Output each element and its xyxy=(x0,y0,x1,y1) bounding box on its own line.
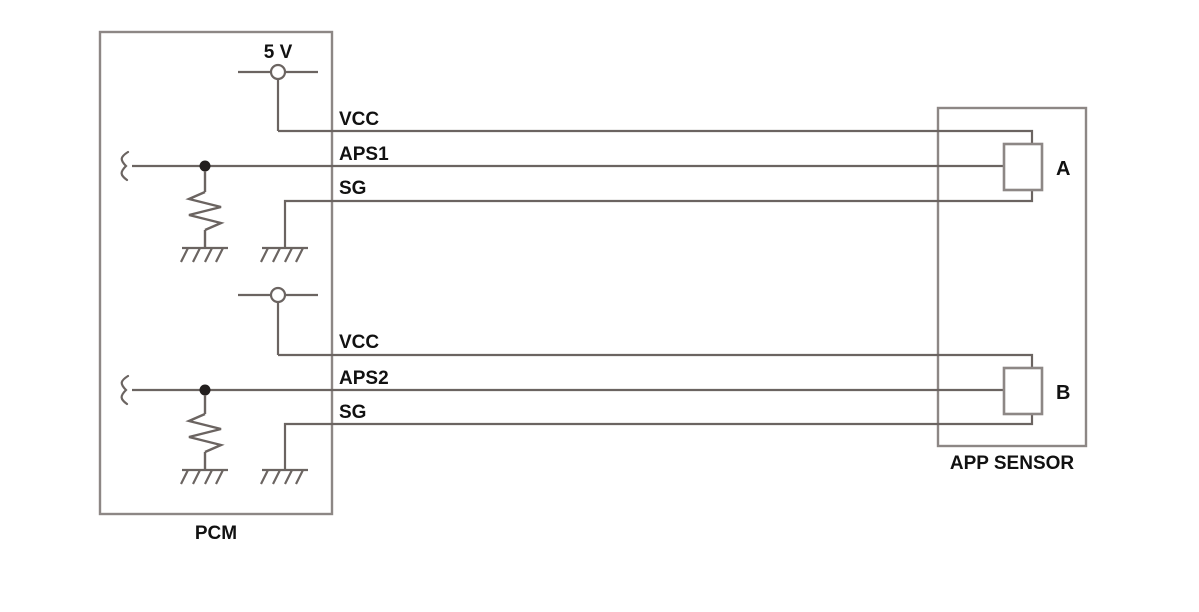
pin-label-aps1: APS1 xyxy=(339,144,389,165)
pcm-label: PCM xyxy=(195,523,237,544)
sensor-a-label: A xyxy=(1056,158,1070,180)
wire-vcc-1 xyxy=(278,129,1034,144)
supply-voltage-label: 5 V xyxy=(264,42,293,63)
pulldown-resistor-2 xyxy=(185,395,225,470)
sensor-b-label: B xyxy=(1056,382,1070,404)
ground-symbol-sg-1 xyxy=(260,246,308,263)
supply-terminal-circle-2 xyxy=(269,286,287,304)
app-sensor-enclosure xyxy=(936,106,1088,448)
pulldown-resistor-1 xyxy=(185,171,225,248)
pcm-enclosure xyxy=(98,30,334,516)
supply-node-1: 5 V xyxy=(238,42,318,131)
resistor-zigzag-1 xyxy=(185,190,225,232)
supply-terminal-circle-1 xyxy=(269,63,287,81)
ground-symbol-sg-2 xyxy=(260,468,308,485)
pin-label-vcc-1: VCC xyxy=(339,109,379,130)
wire-sg-2 xyxy=(283,414,1034,470)
sensor-element-b xyxy=(1002,366,1044,416)
ground-symbol-resistor-2 xyxy=(180,468,228,485)
wire-vcc-2 xyxy=(278,353,1034,368)
pin-label-aps2: APS2 xyxy=(339,368,389,389)
wire-sg-1 xyxy=(283,190,1034,248)
ground-symbol-resistor-1 xyxy=(180,246,228,263)
sensor-element-a xyxy=(1002,142,1044,192)
pin-label-sg-1: SG xyxy=(339,178,366,199)
junction-dot-aps2 xyxy=(199,384,211,396)
junction-dot-aps1 xyxy=(199,160,211,172)
resistor-zigzag-2 xyxy=(185,412,225,454)
wire-break-curl-1 xyxy=(120,150,130,182)
wire-break-curl-2 xyxy=(120,374,130,406)
pin-label-sg-2: SG xyxy=(339,402,366,423)
pin-label-vcc-2: VCC xyxy=(339,332,379,353)
app-sensor-label: APP SENSOR xyxy=(950,453,1075,474)
supply-node-2 xyxy=(238,286,318,355)
